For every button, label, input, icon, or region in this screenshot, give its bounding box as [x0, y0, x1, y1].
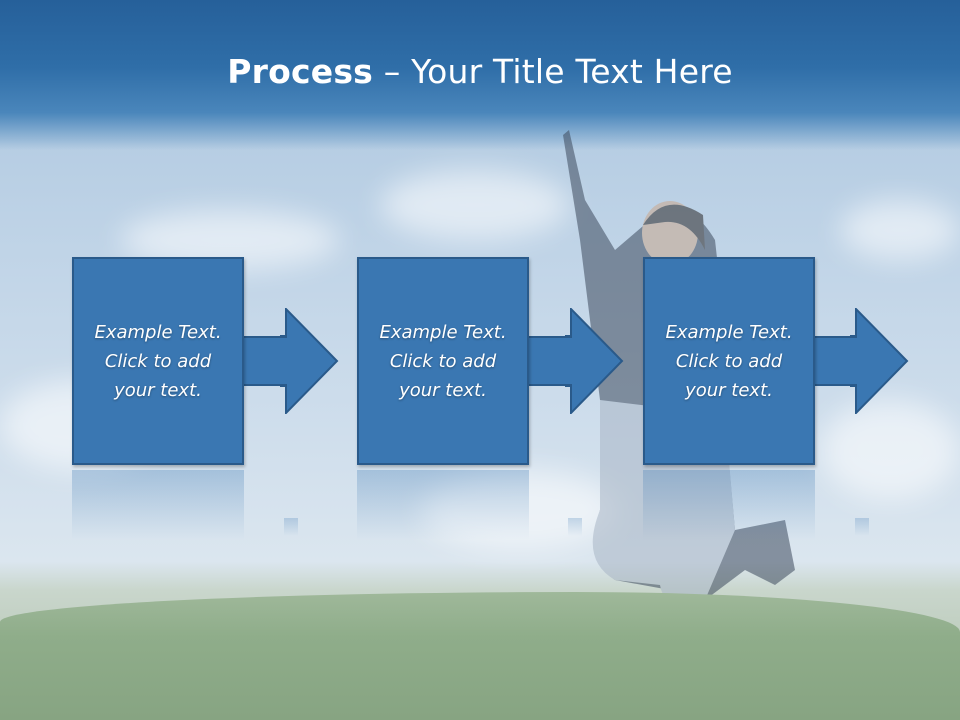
arrow-shaft — [528, 336, 572, 386]
right-arrow-icon — [850, 308, 909, 414]
arrow-shaft — [243, 336, 287, 386]
cloud — [420, 470, 620, 550]
arrow-reflection — [568, 518, 582, 536]
process-step-1[interactable]: Example Text. Click to add your text. — [72, 257, 244, 465]
arrow-reflection — [855, 518, 869, 536]
title-bold: Process — [227, 52, 374, 91]
step-text: Example Text. Click to add your text. — [379, 321, 507, 401]
box-reflection — [643, 470, 815, 540]
cloud — [840, 200, 960, 260]
slide-title[interactable]: Process – Your Title Text Here — [0, 52, 960, 91]
cloud — [380, 170, 570, 240]
arrow-reflection — [284, 518, 298, 536]
box-reflection — [72, 470, 244, 540]
right-arrow-icon — [280, 308, 339, 414]
title-rest: – Your Title Text Here — [373, 52, 733, 91]
right-arrow-icon — [565, 308, 624, 414]
step-text: Example Text. Click to add your text. — [94, 321, 222, 401]
process-step-3[interactable]: Example Text. Click to add your text. — [643, 257, 815, 465]
cloud — [820, 400, 960, 500]
arrow-shaft — [813, 336, 857, 386]
step-text: Example Text. Click to add your text. — [665, 321, 793, 401]
header-band — [0, 0, 960, 150]
grass-field — [0, 592, 960, 720]
box-reflection — [357, 470, 529, 540]
process-step-2[interactable]: Example Text. Click to add your text. — [357, 257, 529, 465]
